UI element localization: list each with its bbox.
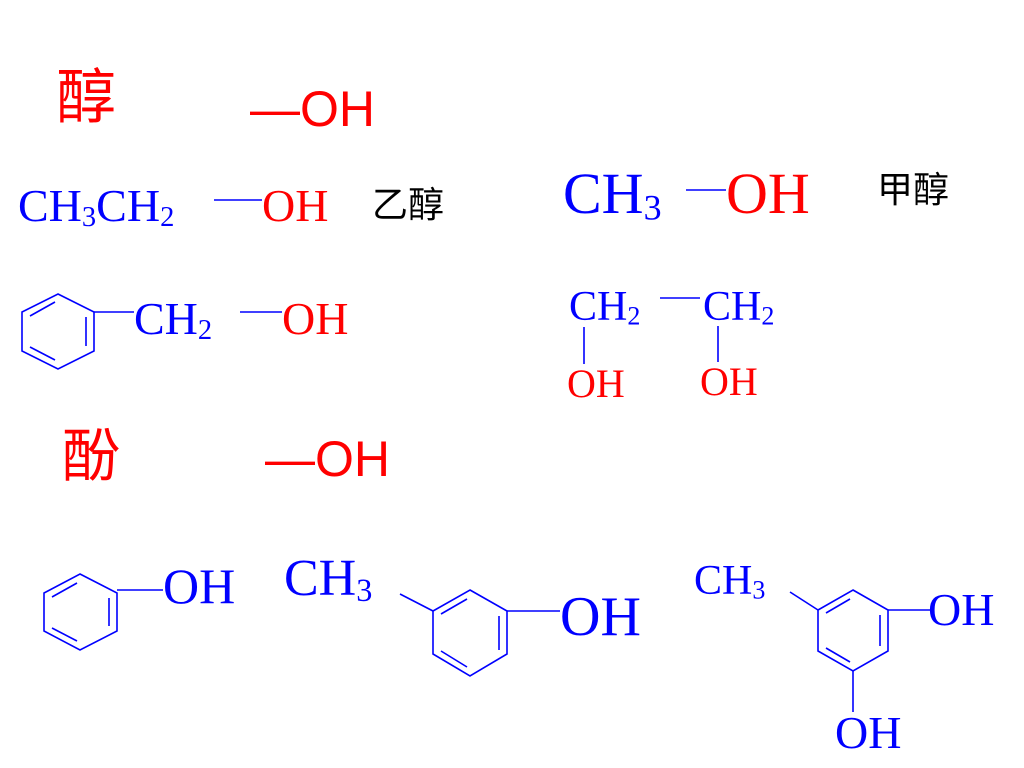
phenol-oh: OH	[163, 558, 236, 614]
alcohol-hydroxyl-group: —OH	[250, 81, 375, 137]
methanol-name: 甲醇	[877, 170, 950, 210]
benzyl-benzene-ring	[21, 293, 95, 370]
orcinol-ch3: CH3	[694, 558, 766, 605]
glycol-oh-right: OH	[700, 359, 758, 404]
cresol-ch3-bond	[399, 593, 434, 612]
alcohol-heading: 醇	[56, 65, 116, 131]
phenol-hydroxyl-group: —OH	[265, 431, 390, 487]
phenol-heading: 酚	[62, 424, 121, 489]
methanol-carbon: CH3	[563, 161, 662, 228]
benzyl-hydroxyl: OH	[282, 293, 349, 344]
cresol-oh: OH	[560, 586, 641, 648]
methanol-hydroxyl: OH	[726, 161, 810, 226]
orcinol-benzene-ring	[817, 589, 889, 672]
phenol-benzene-ring	[43, 573, 118, 651]
ethanol-hydroxyl: OH	[262, 180, 329, 231]
ethanol-carbon-chain: CH3CH2	[18, 180, 175, 234]
orcinol-oh-right: OH	[928, 584, 995, 635]
cresol-benzene-ring	[432, 589, 508, 677]
benzyl-ch2: CH2	[134, 293, 213, 347]
ethanol-name: 乙醇	[372, 185, 445, 225]
cresol-ch3: CH3	[284, 550, 373, 608]
glycol-ch2-right: CH2	[703, 284, 775, 331]
orcinol-ch3-bond	[789, 591, 819, 611]
glycol-oh-left: OH	[567, 361, 625, 406]
orcinol-oh-bottom: OH	[835, 707, 902, 758]
glycol-ch2-left: CH2	[569, 284, 641, 331]
